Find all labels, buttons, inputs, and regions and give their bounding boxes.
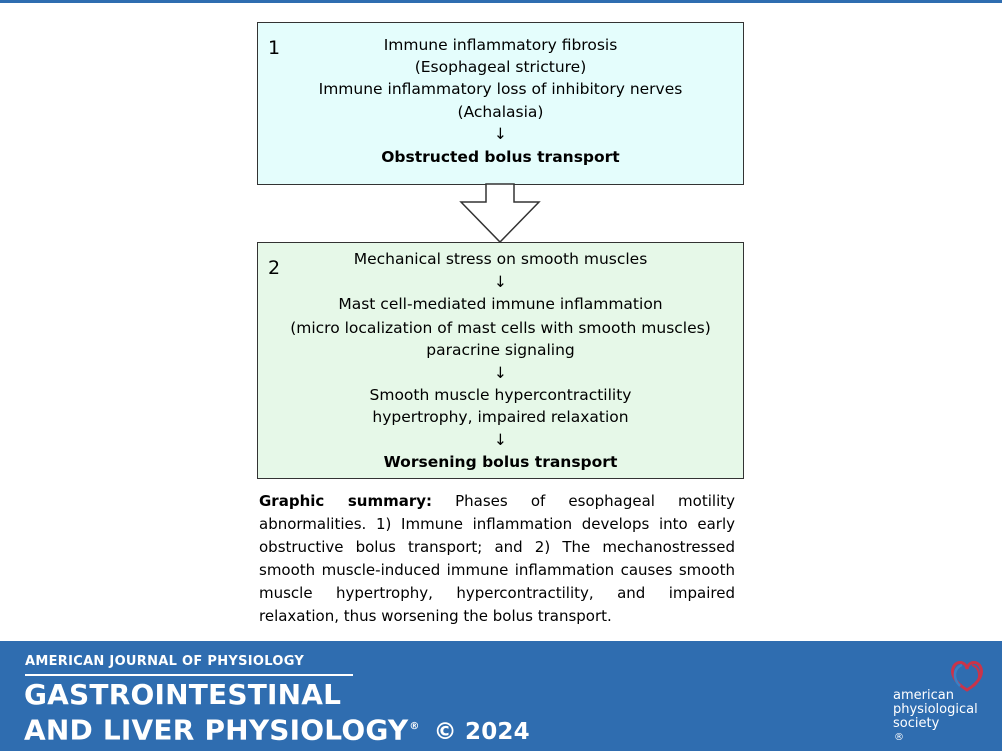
publisher-line-3-text: society xyxy=(893,716,940,731)
journal-title-text: AND LIVER PHYSIOLOGY xyxy=(24,713,409,747)
phase-1-line: Immune inflammatory loss of inhibitory n… xyxy=(318,80,683,98)
publisher-registered-mark: ® xyxy=(894,732,904,743)
phase-2-line: paracrine signaling xyxy=(426,341,575,359)
journal-title-line-2: AND LIVER PHYSIOLOGY® © 2024 xyxy=(24,711,530,748)
publisher-line-3: society® xyxy=(893,717,978,745)
journal-title-line-1: GASTROINTESTINAL xyxy=(24,678,342,711)
registered-mark: ® xyxy=(409,721,420,732)
copyright: © 2024 xyxy=(433,719,530,746)
summary-text: Phases of esophageal motility abnormalit… xyxy=(259,492,735,625)
journal-title: GASTROINTESTINAL AND LIVER PHYSIOLOGY® © … xyxy=(24,679,530,748)
phase-2-line: Mast cell-mediated immune inflammation xyxy=(338,295,663,313)
phase-1-line: (Esophageal stricture) xyxy=(414,58,587,76)
phase-2-line: hypertrophy, impaired relaxation xyxy=(372,408,629,426)
phase-2-outcome: Worsening bolus transport xyxy=(383,453,618,471)
hollow-down-arrow-icon xyxy=(459,183,541,244)
phase-2-line: Smooth muscle hypercontractility xyxy=(369,386,632,404)
down-arrow-icon: ↓ xyxy=(494,364,507,382)
publisher-line-1: american xyxy=(893,688,954,703)
aps-logo-icon xyxy=(951,660,983,692)
footer-divider xyxy=(25,674,353,676)
phase-1-number: 1 xyxy=(268,37,281,59)
phase-2-box: 2 Mechanical stress on smooth muscles ↓ … xyxy=(257,242,744,479)
phase-2-number: 2 xyxy=(268,257,281,279)
down-arrow-icon: ↓ xyxy=(494,273,507,291)
down-arrow-icon: ↓ xyxy=(494,431,507,449)
phase-1-line: (Achalasia) xyxy=(457,103,544,121)
phase-1-outcome: Obstructed bolus transport xyxy=(381,148,620,166)
phase-1-box: 1 Immune inflammatory fibrosis (Esophage… xyxy=(257,22,744,185)
journal-footer: AMERICAN JOURNAL OF PHYSIOLOGY GASTROINT… xyxy=(0,641,1002,751)
graphic-summary: Graphic summary: Phases of esophageal mo… xyxy=(259,490,735,628)
down-arrow-icon: ↓ xyxy=(494,125,507,143)
phase-2-line: Mechanical stress on smooth muscles xyxy=(353,250,648,268)
phase-2-line: (micro localization of mast cells with s… xyxy=(290,319,711,337)
journal-series: AMERICAN JOURNAL OF PHYSIOLOGY xyxy=(25,654,305,669)
top-rule xyxy=(0,0,1002,3)
publisher-line-2: physiological xyxy=(893,702,978,717)
summary-lead: Graphic summary: xyxy=(259,492,433,510)
publisher-name: american physiological society® xyxy=(893,689,978,745)
phase-1-line: Immune inflammatory fibrosis xyxy=(383,36,618,54)
